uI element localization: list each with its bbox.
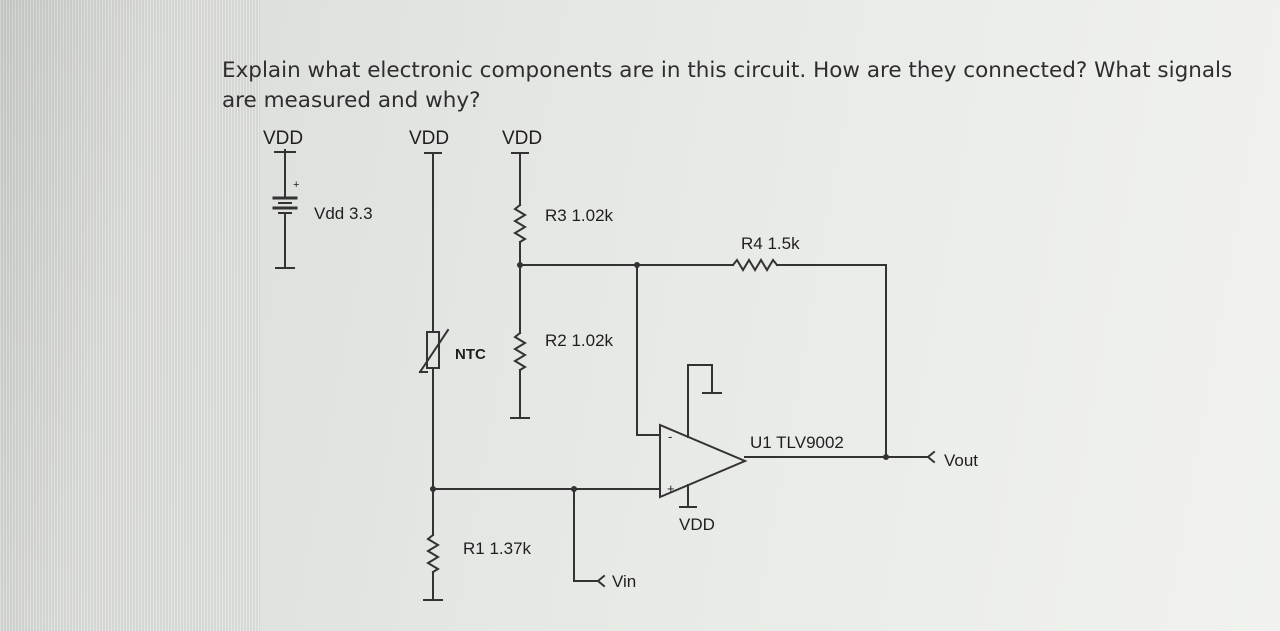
junction-dot [634, 262, 640, 268]
vin-label: Vin [612, 572, 636, 591]
opamp-u1 [659, 423, 748, 499]
opamp-plus-sign: + [667, 481, 675, 496]
battery-label: Vdd 3.3 [314, 204, 373, 223]
r3-label: R3 1.02k [545, 206, 614, 225]
vdd-label-divider: VDD [502, 128, 542, 149]
battery-source [272, 149, 298, 269]
resistor-r2 [513, 331, 527, 372]
resistor-r4 [731, 258, 779, 272]
opamp-minus-sign: - [668, 429, 672, 444]
junction-dot [571, 486, 577, 492]
r1-label: R1 1.37k [463, 539, 532, 558]
junction-dot [517, 262, 523, 268]
resistor-r1 [426, 533, 440, 574]
vdd-label-battery: VDD [263, 128, 303, 149]
opamp-vdd-supply [679, 484, 697, 508]
vin-port-symbol [596, 574, 606, 588]
r2-label: R2 1.02k [545, 331, 614, 350]
resistor-r3 [513, 203, 527, 244]
divider-branch-wire [510, 152, 530, 419]
junction-dot [883, 454, 889, 460]
battery-plus-sign: + [293, 179, 299, 191]
question-text: Explain what electronic components are i… [222, 58, 1233, 113]
vdd-label-ntc: VDD [409, 128, 449, 149]
opamp-ground-supply [687, 364, 722, 438]
feedback-wire [519, 264, 887, 458]
vout-label: Vout [944, 451, 978, 470]
r4-label: R4 1.5k [741, 234, 800, 253]
junction-dot [430, 486, 436, 492]
ntc-label: NTC [455, 346, 486, 363]
opamp-vdd-label: VDD [679, 515, 715, 534]
ntc-branch-wire [423, 152, 443, 601]
ntc-thermistor [418, 328, 450, 374]
input-wire [432, 488, 661, 582]
opamp-label: U1 TLV9002 [750, 433, 844, 452]
vout-port-symbol [926, 450, 936, 464]
